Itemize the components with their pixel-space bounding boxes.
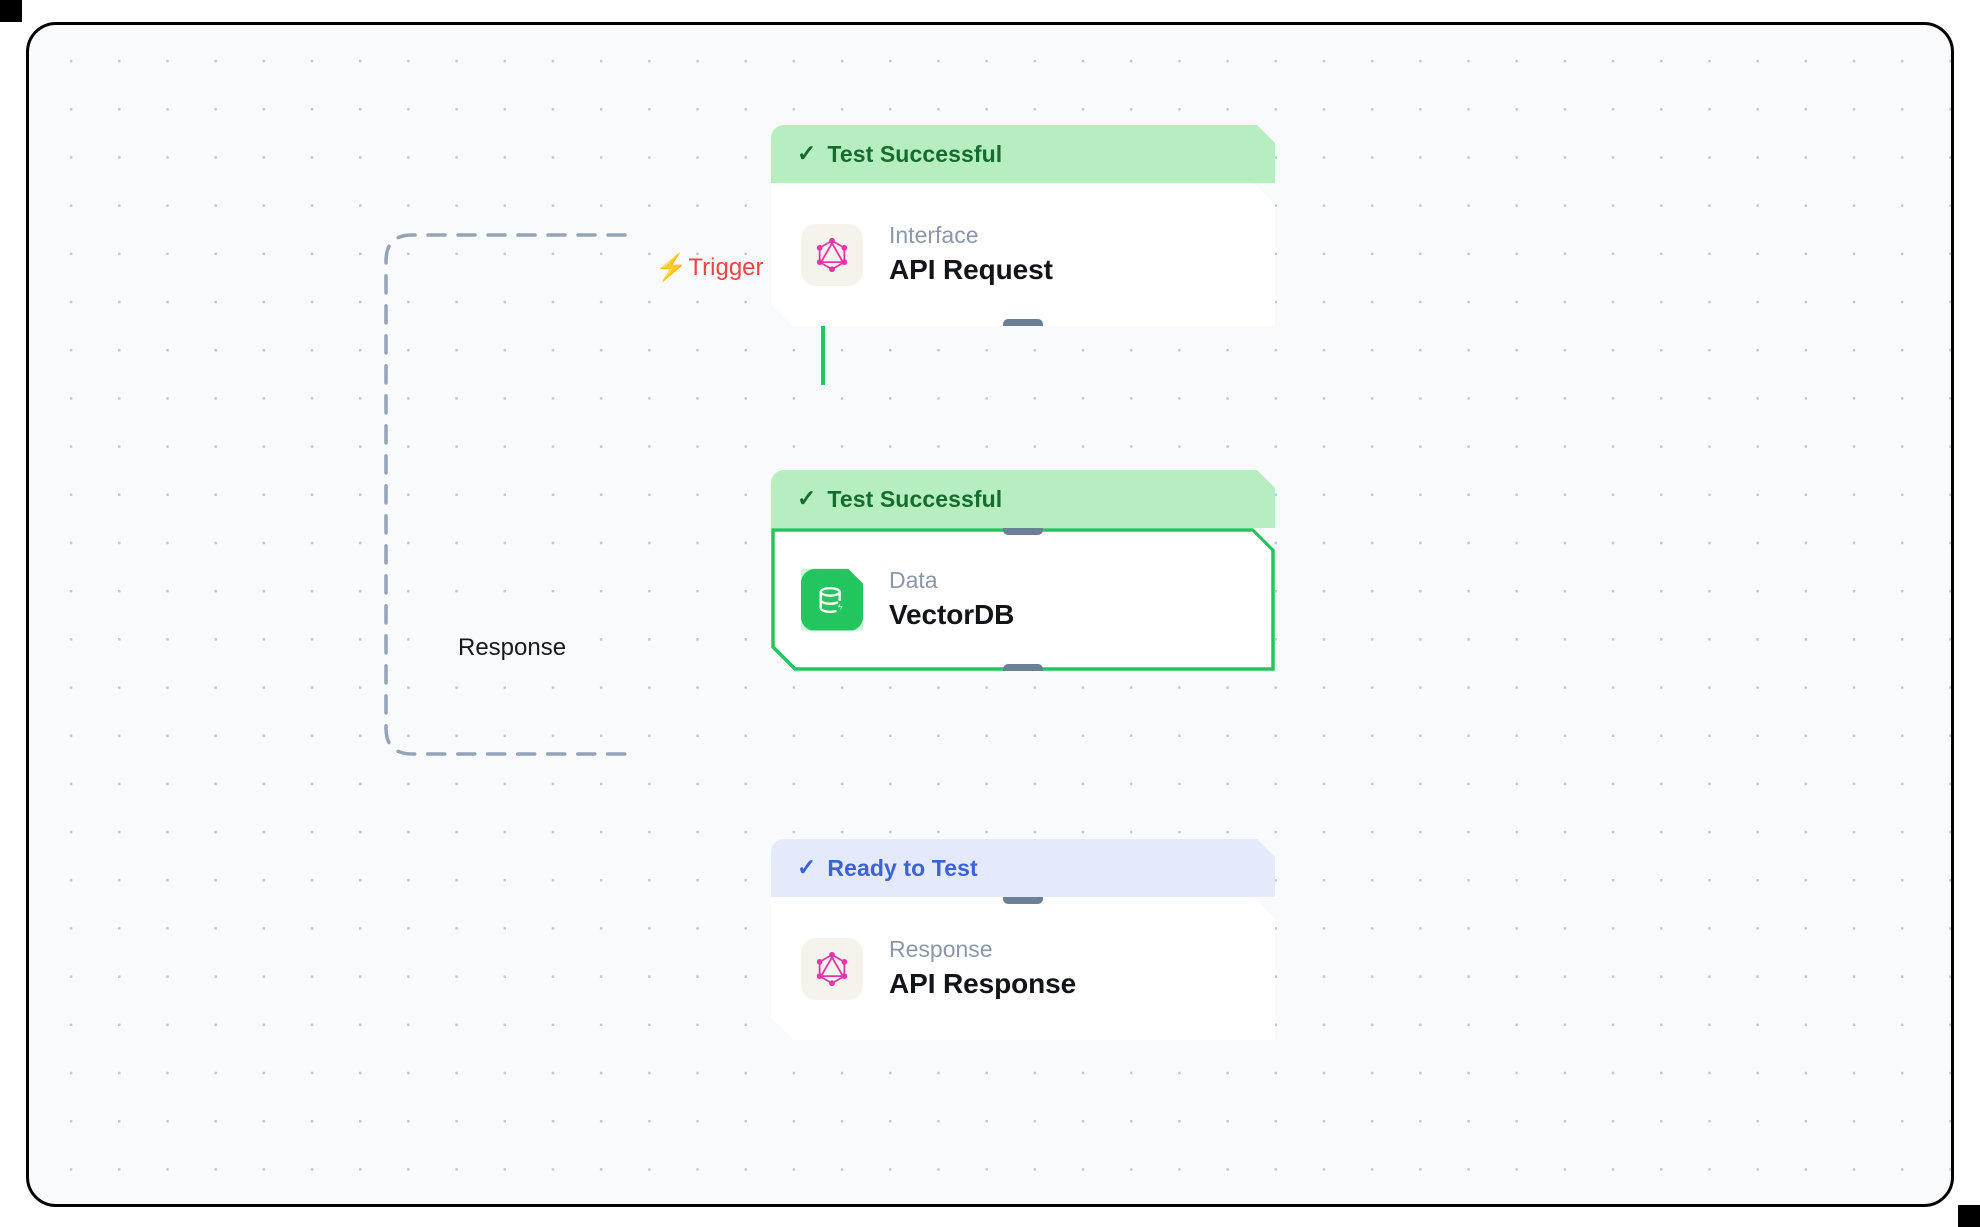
node-body-vectordb[interactable]: Data VectorDB bbox=[771, 528, 1275, 671]
graphql-glyph bbox=[813, 236, 851, 274]
crop-marker-bottom-right bbox=[1958, 1205, 1980, 1227]
node-status-label: Ready to Test bbox=[827, 854, 978, 881]
node-kind-label: Data bbox=[889, 567, 938, 594]
workflow-node-vectordb[interactable]: ✓ Test Successful bbox=[771, 470, 1275, 671]
workflow-canvas[interactable]: ⚡ Trigger Response ✓ Test Successful bbox=[26, 22, 1954, 1207]
node-body-api-response[interactable]: Response API Response bbox=[771, 897, 1275, 1040]
node-status-header-api-response: ✓ Ready to Test bbox=[771, 839, 1275, 897]
node-body-api-request[interactable]: Interface API Request bbox=[771, 183, 1275, 326]
node-title-label: API Request bbox=[889, 253, 1053, 285]
edge-label-trigger: ⚡ Trigger bbox=[655, 252, 764, 282]
graphql-icon bbox=[801, 938, 863, 1000]
node-text-api-request: Interface API Request bbox=[889, 223, 1053, 285]
node-title-label: VectorDB bbox=[889, 598, 1015, 630]
node-status-label: Test Successful bbox=[827, 140, 1003, 167]
node-kind-label: Response bbox=[889, 936, 993, 963]
workflow-node-api-request[interactable]: ✓ Test Successful bbox=[771, 125, 1275, 326]
check-icon: ✓ bbox=[797, 139, 817, 166]
crop-marker-top-left bbox=[0, 0, 22, 22]
workflow-node-api-response[interactable]: ✓ Ready to Test bbox=[771, 839, 1275, 1040]
edge-trigger-response-path bbox=[384, 233, 627, 756]
node-status-label: Test Successful bbox=[827, 485, 1003, 512]
node-kind-label: Interface bbox=[889, 222, 979, 249]
graphql-icon bbox=[801, 224, 863, 286]
database-glyph bbox=[814, 582, 850, 618]
edge-label-trigger-text: Trigger bbox=[688, 254, 764, 281]
node-text-api-response: Response API Response bbox=[889, 937, 1076, 999]
database-bolt-icon bbox=[801, 569, 863, 631]
graphql-glyph bbox=[813, 950, 851, 988]
node-status-header-vectordb: ✓ Test Successful bbox=[771, 470, 1275, 528]
edge-label-response: Response bbox=[452, 633, 573, 663]
check-icon: ✓ bbox=[797, 484, 817, 511]
lightning-bolt-icon: ⚡ bbox=[655, 252, 688, 282]
check-icon: ✓ bbox=[797, 853, 817, 880]
node-text-vectordb: Data VectorDB bbox=[889, 568, 1014, 630]
edge-label-response-text: Response bbox=[458, 634, 567, 661]
node-status-header-api-request: ✓ Test Successful bbox=[771, 125, 1275, 183]
node-title-label: API Response bbox=[889, 967, 1077, 999]
node-handle-bottom[interactable] bbox=[1003, 664, 1043, 677]
node-handle-bottom[interactable] bbox=[1003, 319, 1043, 332]
